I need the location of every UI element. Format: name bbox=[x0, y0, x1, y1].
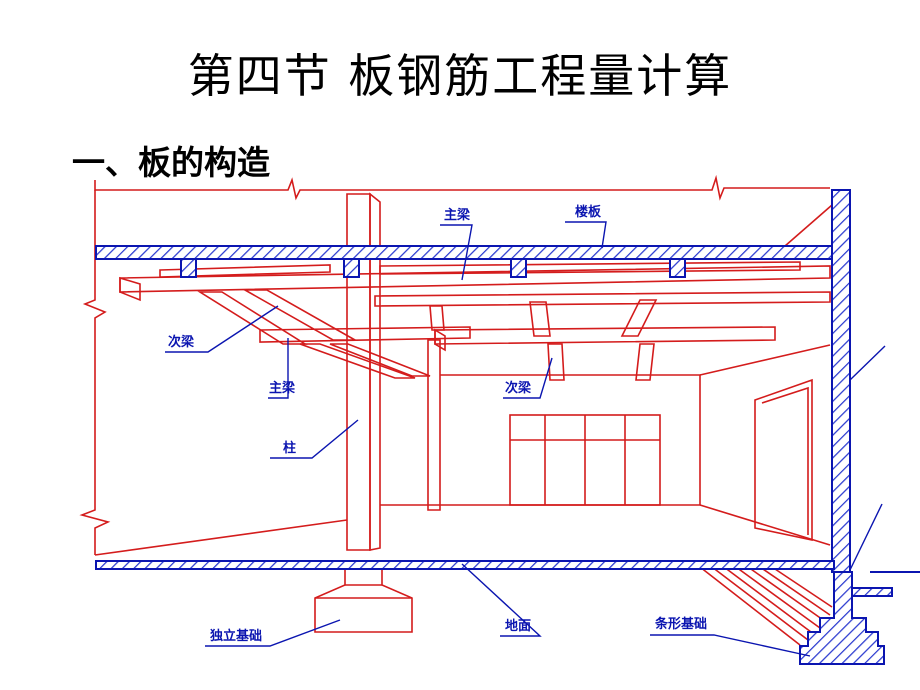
right-ground-slab bbox=[851, 587, 893, 597]
main-beam-long-side bbox=[119, 276, 141, 302]
rear-wall-floor-slope bbox=[699, 504, 831, 546]
label-main-beam-left: 主梁 bbox=[269, 380, 296, 396]
secondary-beam-left-4 bbox=[329, 343, 431, 377]
right-door bbox=[754, 378, 813, 541]
label-column: 柱 bbox=[283, 440, 296, 456]
label-secondary-beam-center: 次梁 bbox=[505, 380, 532, 396]
label-secondary-beam-left: 次梁 bbox=[168, 334, 195, 350]
upper-break-line bbox=[94, 174, 830, 201]
right-wall-section bbox=[831, 189, 851, 573]
secondary-beam-left-3 bbox=[299, 343, 416, 379]
main-beam-front-right bbox=[434, 326, 776, 345]
slab-beam-stub-1 bbox=[180, 258, 197, 278]
label-floor-slab: 楼板 bbox=[575, 204, 602, 220]
label-strip-foundation: 条形基础 bbox=[655, 616, 707, 632]
independent-foundation-shape bbox=[314, 567, 413, 633]
secondary-beam-left-1 bbox=[197, 291, 308, 345]
left-floor-perspective bbox=[94, 519, 348, 556]
slab-beam-stub-2 bbox=[343, 258, 360, 278]
label-main-beam-top: 主梁 bbox=[444, 207, 471, 223]
strip-foundation-slope bbox=[699, 566, 833, 646]
main-beam-mid-right-lower bbox=[259, 326, 471, 343]
secondary-beam-c5 bbox=[429, 305, 445, 331]
left-break-line bbox=[79, 190, 111, 555]
main-beam-mid-left bbox=[374, 291, 831, 307]
column-main-side bbox=[369, 192, 381, 551]
ground-slab-section bbox=[95, 560, 835, 570]
rear-wall-right-slope bbox=[699, 344, 831, 376]
floor-slab-section bbox=[95, 245, 835, 260]
secondary-beam-c1 bbox=[529, 301, 551, 337]
leader-lines bbox=[165, 221, 886, 657]
slab-beam-stub-4 bbox=[669, 258, 686, 278]
label-independent-foundation: 独立基础 bbox=[210, 628, 262, 644]
diagram-labels: 主梁 楼板 次梁 主梁 柱 次梁 独立基础 地面 条形基础 bbox=[168, 204, 707, 644]
secondary-beam-left-2 bbox=[241, 289, 359, 341]
slab-beam-stub-3 bbox=[510, 258, 527, 278]
section-cut bbox=[95, 189, 893, 665]
secondary-beam-c4 bbox=[635, 343, 655, 381]
roof-slope-line bbox=[784, 204, 833, 247]
main-beam-long bbox=[119, 265, 831, 293]
strip-foundation-section bbox=[799, 571, 885, 665]
secondary-beam-c2 bbox=[620, 299, 658, 337]
section-heading: 一、板的构造 bbox=[72, 143, 270, 182]
label-ground: 地面 bbox=[505, 618, 531, 634]
column-rear bbox=[427, 339, 441, 511]
slide-title: 第四节 板钢筋工程量计算 bbox=[187, 49, 733, 103]
main-beam-rear-a bbox=[159, 264, 331, 278]
building-frame bbox=[79, 174, 833, 646]
